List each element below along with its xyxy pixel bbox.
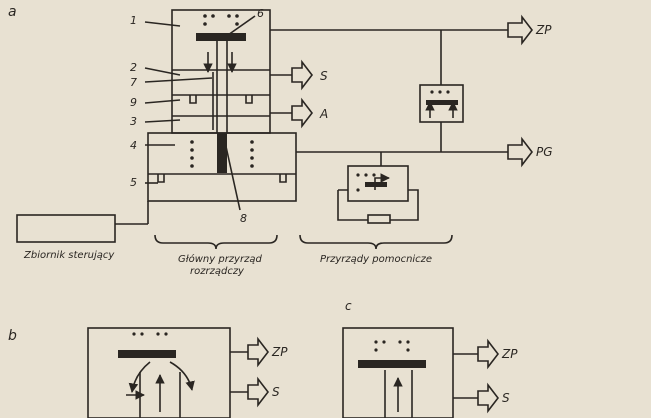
output-s-c: S (502, 391, 510, 405)
output-zp: ZP (535, 23, 552, 37)
part-number-3: 3 (130, 115, 137, 128)
caption-tank: Zbiornik sterujący (23, 250, 115, 261)
aux-device-upper (419, 84, 464, 123)
part-number-8: 8 (240, 212, 247, 225)
caption-main-device-line2: rozrządczy (190, 266, 245, 277)
upper-body (171, 9, 271, 134)
panel-label-a: a (8, 4, 17, 20)
output-a: A (319, 107, 328, 121)
arrow-s-b (247, 376, 270, 408)
valve-plate-6 (196, 33, 246, 41)
output-pg: PG (536, 145, 553, 159)
arrow-s-c (477, 382, 500, 414)
part-number-9: 9 (130, 96, 137, 109)
output-zp-b: ZP (271, 345, 288, 359)
aux-plate (426, 100, 458, 105)
detail-c-body (342, 327, 454, 418)
panel-label-c: c (345, 299, 352, 313)
panel-label-b: b (8, 328, 17, 344)
arrow-zp-c (477, 338, 500, 370)
output-s: S (320, 69, 328, 83)
caption-main-device-line1: Główny przyrząd (178, 253, 262, 265)
part-number-5: 5 (130, 176, 137, 189)
arrow-a (291, 97, 314, 129)
arrow-s (291, 59, 314, 91)
arrow-pg (507, 136, 534, 168)
caption-aux-devices: Przyrządy pomocnicze (320, 254, 432, 265)
control-tank (16, 214, 116, 243)
detail-b-body (87, 327, 231, 418)
valve-plate-c (358, 360, 426, 368)
arrow-zp-b (247, 336, 270, 368)
aux-device-lower (347, 165, 409, 202)
part-number-1: 1 (130, 14, 137, 27)
part-number-2: 2 (130, 61, 137, 74)
part-number-7: 7 (130, 76, 137, 89)
part-number-6: 6 (257, 7, 264, 20)
arrow-zp (507, 14, 534, 46)
part-number-4: 4 (130, 139, 137, 152)
output-s-b: S (272, 385, 280, 399)
piston-stem (217, 133, 227, 173)
valve-plate-b (118, 350, 176, 358)
output-zp-c: ZP (501, 347, 518, 361)
